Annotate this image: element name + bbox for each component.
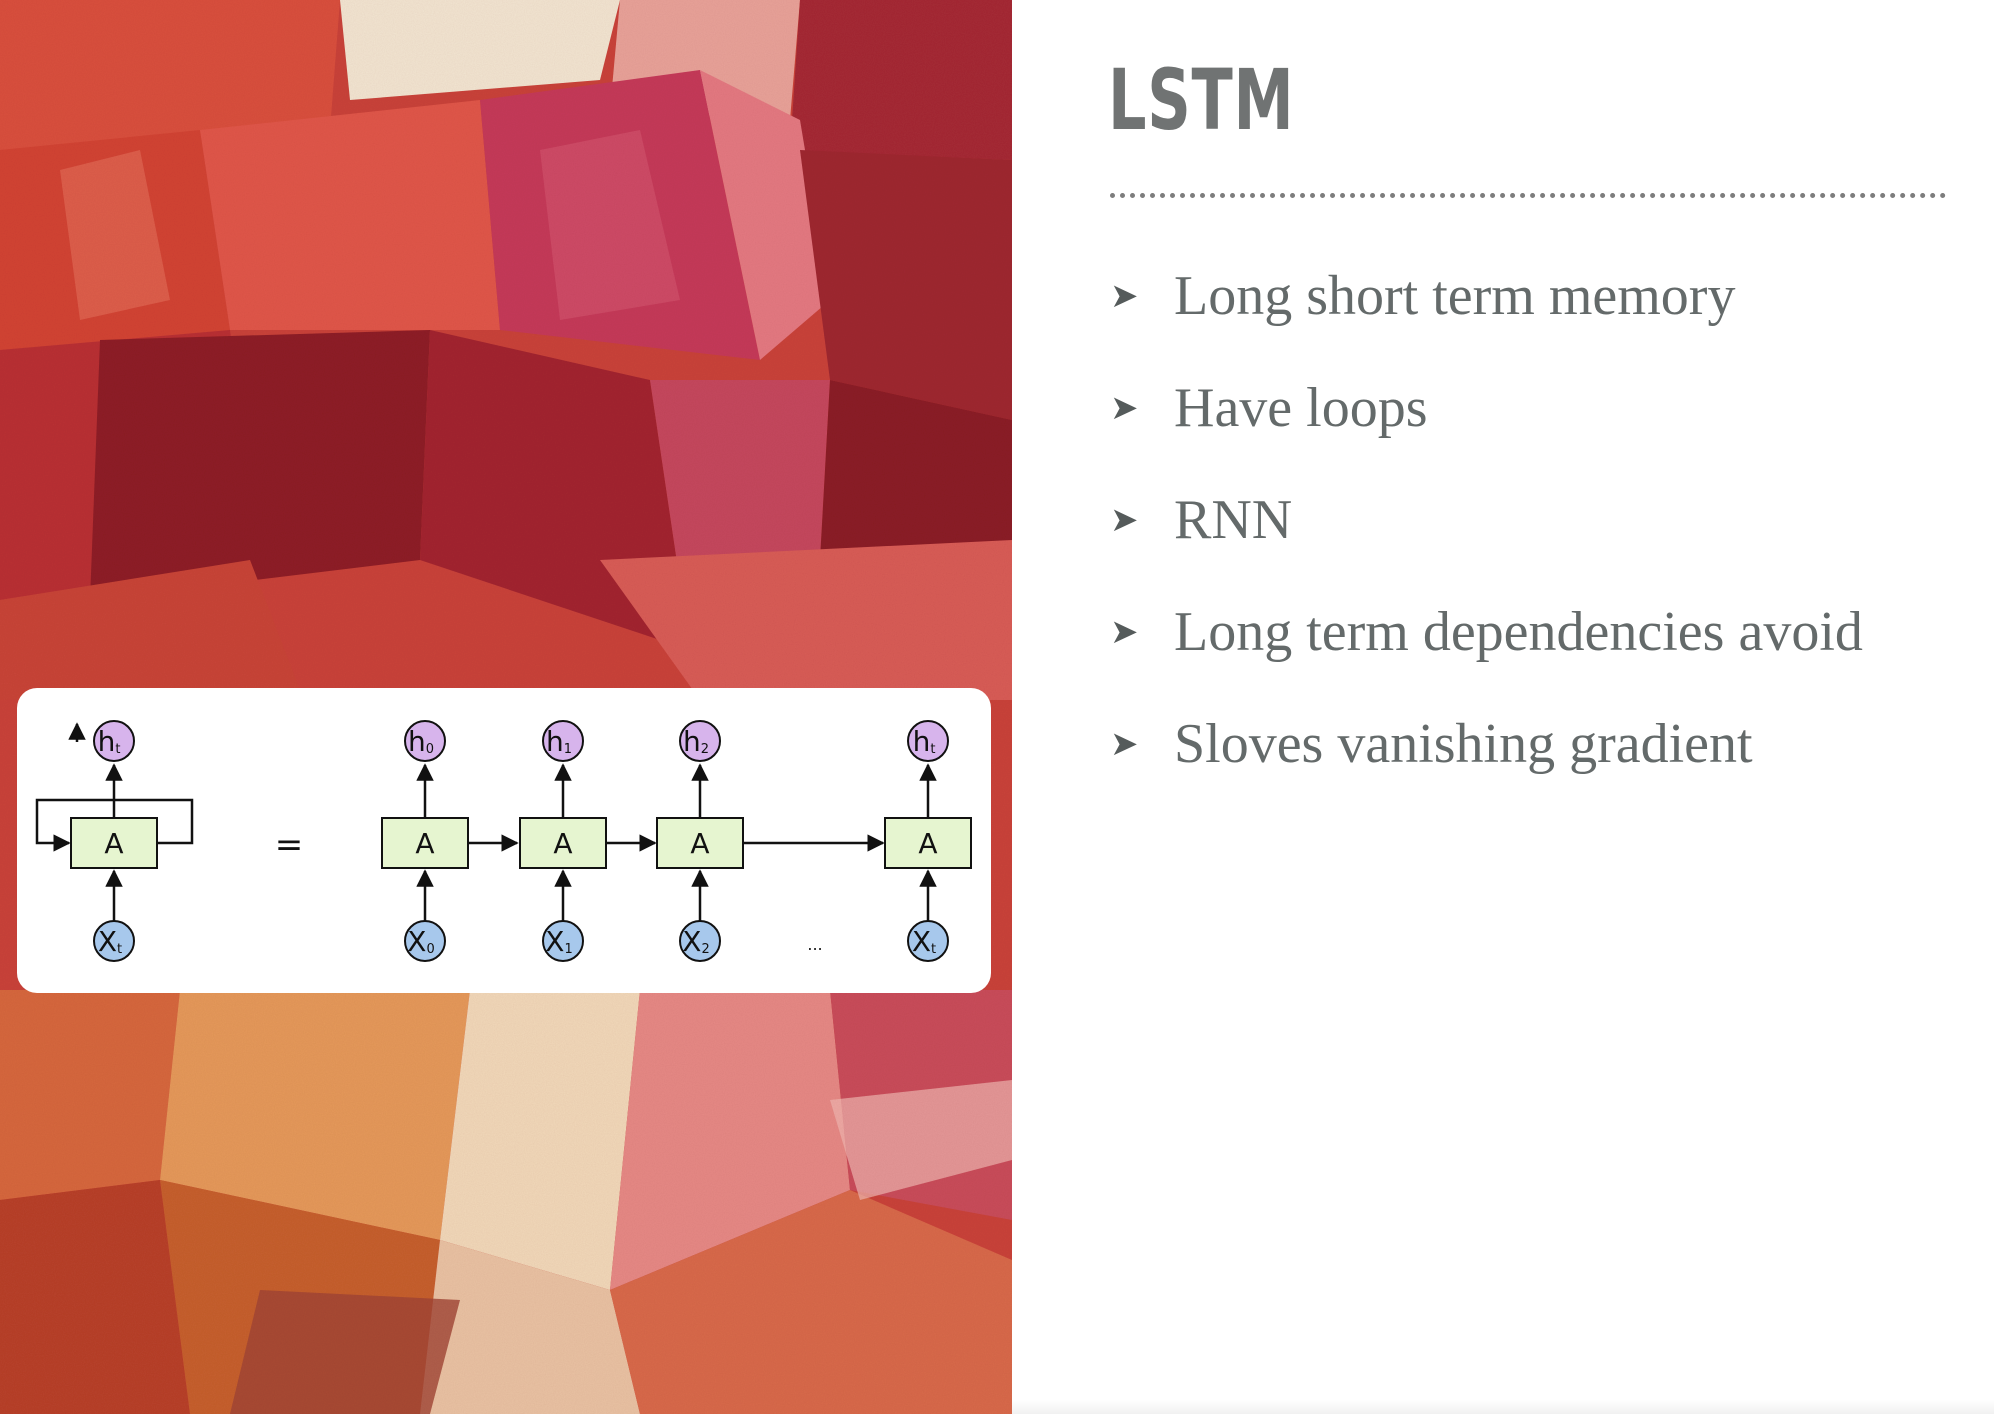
bullet-text: RNN	[1174, 489, 1293, 551]
svg-text:A: A	[690, 827, 709, 860]
unrolled-step-2: h2 A X2	[656, 720, 744, 962]
rolled-rnn: ht A Xt	[35, 720, 194, 962]
svg-text:A: A	[415, 827, 434, 860]
bottom-edge-shade	[1012, 1400, 1994, 1414]
unrolled-step-0: h0 A X0	[381, 720, 469, 962]
ellipsis: ...	[807, 935, 822, 954]
svg-text:h2: h2	[683, 725, 709, 758]
bullet-text: Sloves vanishing gradient	[1174, 713, 1753, 775]
rnn-unrolled-diagram: ht A Xt = h0 A X0 h1	[17, 688, 991, 993]
arrowhead-icon: ➤	[1110, 276, 1139, 316]
svg-text:X1: X1	[545, 925, 572, 958]
svg-text:h1: h1	[546, 725, 572, 758]
output-node	[93, 720, 135, 762]
svg-text:Xt: Xt	[98, 925, 122, 958]
svg-text:ht: ht	[913, 725, 936, 758]
arrowhead-icon: ➤	[1110, 724, 1139, 764]
svg-text:X2: X2	[682, 925, 709, 958]
svg-text:ht: ht	[98, 725, 121, 758]
bullet-item: ➤ RNN	[1110, 464, 1863, 576]
abstract-painting-background	[0, 0, 1012, 1414]
svg-text:A: A	[553, 827, 572, 860]
bullet-item: ➤ Sloves vanishing gradient	[1110, 688, 1863, 800]
svg-text:A: A	[104, 827, 123, 860]
bullet-text: Have loops	[1174, 377, 1428, 439]
unrolled-step-1: h1 A X1	[519, 720, 607, 962]
equals-sign: =	[275, 825, 304, 865]
slide-content: LSTM ➤ Long short term memory ➤ Have loo…	[1012, 0, 1994, 1414]
svg-text:A: A	[918, 827, 937, 860]
title-divider	[1110, 193, 1946, 198]
svg-text:X0: X0	[407, 925, 434, 958]
bullet-list: ➤ Long short term memory ➤ Have loops ➤ …	[1110, 240, 1863, 800]
bullet-text: Long short term memory	[1174, 265, 1736, 327]
unrolled-step-t: ht A Xt	[884, 720, 972, 962]
rnn-cell	[70, 817, 158, 869]
bullet-item: ➤ Have loops	[1110, 352, 1863, 464]
bullet-item: ➤ Long term dependencies avoid	[1110, 576, 1863, 688]
input-node	[93, 920, 135, 962]
arrowhead-icon: ➤	[1110, 500, 1139, 540]
svg-text:h0: h0	[408, 725, 434, 758]
slide-title: LSTM	[1108, 51, 1295, 149]
arrowhead-icon: ➤	[1110, 388, 1139, 428]
svg-text:Xt: Xt	[912, 925, 936, 958]
bullet-text: Long term dependencies avoid	[1174, 601, 1863, 663]
arrowhead-icon: ➤	[1110, 612, 1139, 652]
bullet-item: ➤ Long short term memory	[1110, 240, 1863, 352]
